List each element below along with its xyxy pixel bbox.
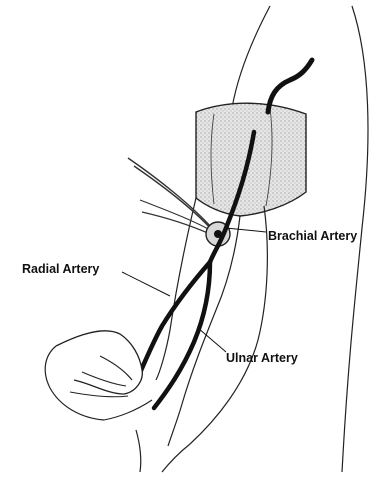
forearm-inner-outline xyxy=(168,216,240,446)
radial-leader-line xyxy=(122,272,170,296)
radial-artery-label: Radial Artery xyxy=(22,262,99,276)
cuff-tube xyxy=(268,60,312,112)
patient-wrist xyxy=(162,444,190,472)
examiner-cuff-sleeve xyxy=(104,400,152,420)
blood-pressure-cuff xyxy=(196,103,306,216)
ulnar-artery-label: Ulnar Artery xyxy=(226,351,298,365)
brachial-artery-label: Brachial Artery xyxy=(268,229,357,243)
ulnar-artery xyxy=(154,262,210,408)
ulnar-leader-line xyxy=(198,328,226,352)
shoulder-outline xyxy=(232,6,270,108)
brachial-leader-line xyxy=(226,228,266,232)
patient-wrist xyxy=(136,430,141,472)
examiner-hand xyxy=(56,331,142,394)
